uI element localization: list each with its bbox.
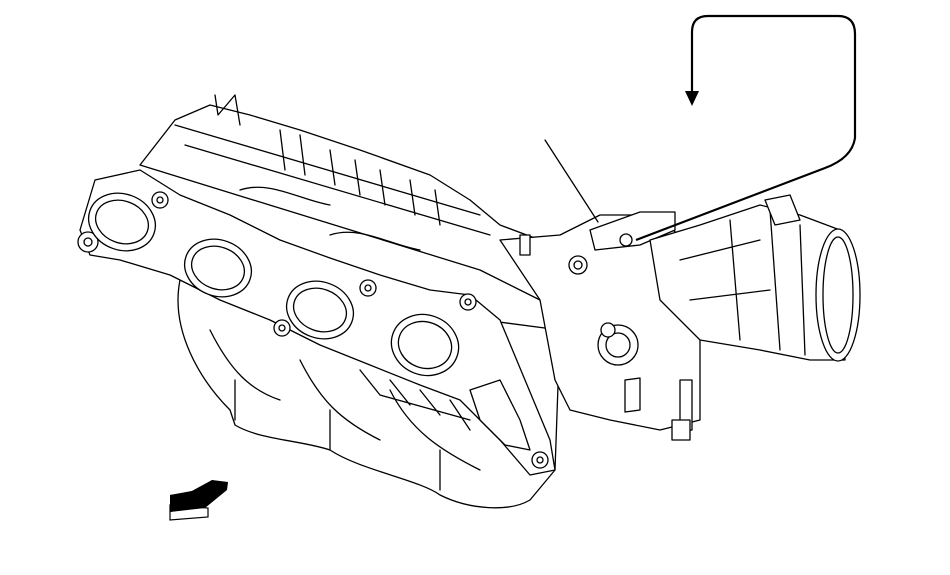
throttle-body [499,211,701,441]
leader-line [544,139,599,223]
manifold-flange [77,169,556,476]
intake-ports [87,192,531,451]
callout-line [635,14,857,242]
callout-arrow-icon [685,91,699,106]
front-direction-arrow-icon [169,480,228,521]
sensor-connector [589,211,676,251]
intake-duct [649,194,861,362]
